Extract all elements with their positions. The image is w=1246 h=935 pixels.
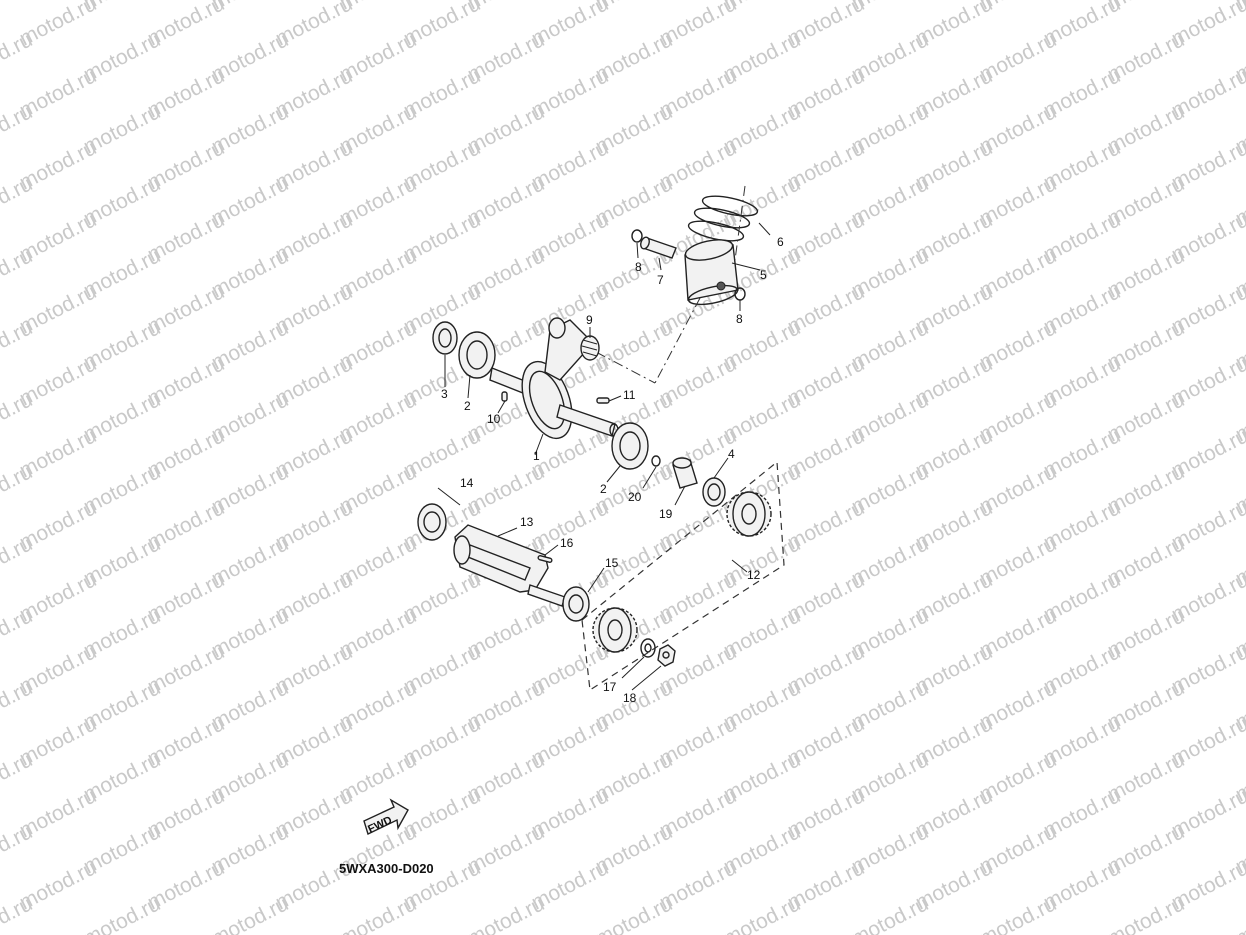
balancer-shaft xyxy=(453,524,566,607)
watermark-text: motod.ru xyxy=(976,892,1060,935)
crankshaft xyxy=(489,317,619,440)
piston-pin xyxy=(640,236,677,259)
callout-20: 20 xyxy=(628,490,642,504)
watermark-text: motod.ru xyxy=(80,892,164,935)
driven-gear xyxy=(592,607,638,653)
watermark-text: motod.ru xyxy=(336,892,420,935)
callout-labels: 1 2 2 3 4 5 6 7 8 8 9 10 11 12 13 14 15 … xyxy=(441,235,784,705)
watermark-text: motod.ru xyxy=(1104,892,1188,935)
callout-1: 1 xyxy=(533,449,540,463)
callout-2-right: 2 xyxy=(600,482,607,496)
crank-key-left xyxy=(501,391,508,402)
callout-16: 16 xyxy=(560,536,574,550)
callout-12: 12 xyxy=(747,568,761,582)
callout-6: 6 xyxy=(777,235,784,249)
watermark-text: motod.ru xyxy=(720,892,804,935)
callout-3: 3 xyxy=(441,387,448,401)
callout-14: 14 xyxy=(460,476,474,490)
forward-arrow-icon: FWD xyxy=(363,798,409,836)
washer xyxy=(640,638,656,658)
diagram-code: 5WXA300-D020 xyxy=(339,861,434,876)
drive-gear xyxy=(726,491,772,537)
balancer-oil-seal xyxy=(417,503,447,541)
crank-bearing-right xyxy=(611,422,649,470)
crank-key-right xyxy=(596,397,610,404)
watermark-text: motod.ru xyxy=(1232,892,1246,935)
callout-9: 9 xyxy=(586,313,593,327)
callout-7: 7 xyxy=(657,273,664,287)
watermark-text: motod.ru xyxy=(848,892,932,935)
piston xyxy=(684,239,739,306)
balancer-bearing xyxy=(562,586,590,622)
callout-17: 17 xyxy=(603,680,617,694)
watermark-text: motod.ru xyxy=(0,0,36,14)
callout-10: 10 xyxy=(487,412,501,426)
callout-2-left: 2 xyxy=(464,399,471,413)
needle-bearing xyxy=(580,335,600,361)
watermark-text: motod.ru xyxy=(208,892,292,935)
o-ring xyxy=(651,455,661,467)
leader-lines xyxy=(437,222,771,691)
piston-rings xyxy=(687,195,759,242)
crank-oil-seal xyxy=(432,321,458,355)
balancer-key xyxy=(537,555,553,563)
gear-set-box xyxy=(581,460,785,692)
piston-pin-clip-left xyxy=(631,229,643,243)
callout-15: 15 xyxy=(605,556,619,570)
callout-19: 19 xyxy=(659,507,673,521)
watermark-text: motod.ru xyxy=(592,892,676,935)
nut xyxy=(657,644,676,667)
crank-oil-seal-right xyxy=(702,477,726,507)
crank-bearing-left xyxy=(458,331,496,379)
watermark-text: motod.ru xyxy=(464,892,548,935)
callout-8-left: 8 xyxy=(635,260,642,274)
callout-5: 5 xyxy=(760,268,767,282)
callout-4: 4 xyxy=(728,447,735,461)
callout-13: 13 xyxy=(520,515,534,529)
callout-11: 11 xyxy=(623,388,636,402)
callout-8-right: 8 xyxy=(736,312,743,326)
callout-18: 18 xyxy=(623,691,637,705)
spacer xyxy=(672,457,698,489)
